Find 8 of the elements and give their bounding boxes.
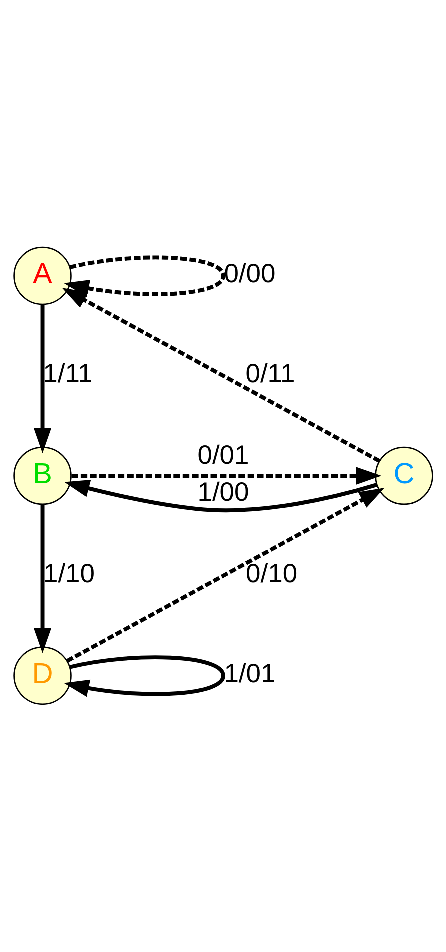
edge-label: 1/11 — [42, 358, 92, 389]
edge-label: 0/10 — [246, 558, 298, 589]
edge-label: 1/10 — [42, 558, 95, 589]
edge-label: 0/11 — [245, 358, 295, 389]
edge-label: 0/00 — [224, 258, 276, 289]
edge-label: 1/00 — [197, 477, 249, 508]
edge-label: 0/01 — [197, 440, 249, 470]
edge-label: 1/01 — [224, 658, 276, 689]
